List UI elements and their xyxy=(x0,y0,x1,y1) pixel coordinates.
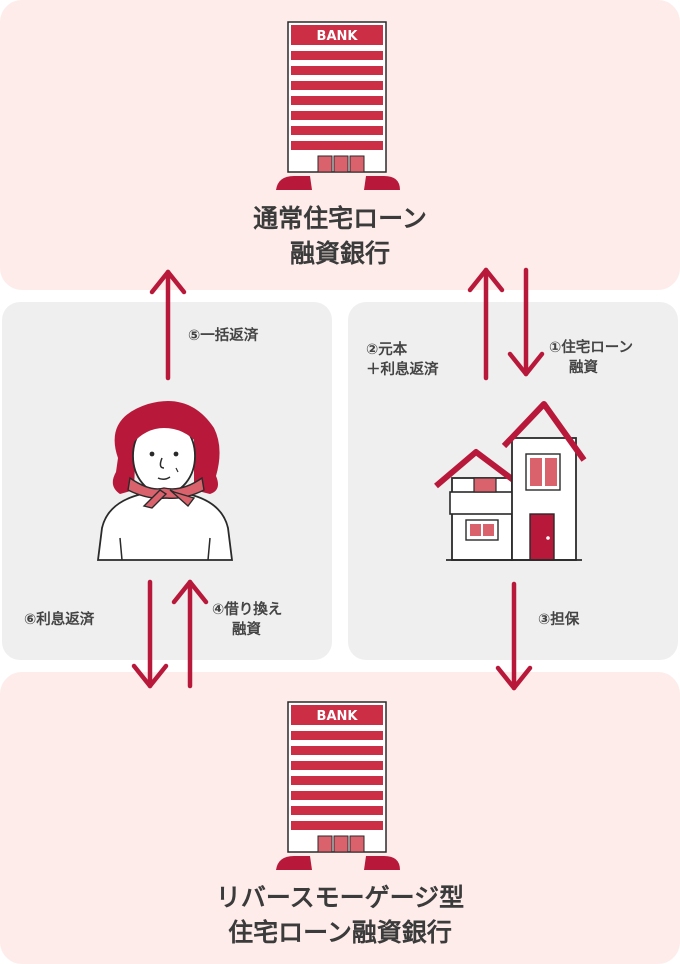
flow-label-housing-loan: ①住宅ローン 融資 xyxy=(549,338,633,378)
flow-label-interest-only: ⑥利息返済 xyxy=(24,610,94,630)
flow-label-principal: ②元本 xyxy=(366,340,439,360)
flow-label-principal-interest: ②元本 ＋利息返済 xyxy=(366,340,439,380)
arrow-down-icon xyxy=(510,270,542,374)
flow-label-collateral: ③担保 xyxy=(538,610,579,630)
flow-label-lump-sum-repayment: ⑤一括返済 xyxy=(188,326,258,346)
flow-label-refinance-line1: ④借り換え xyxy=(212,600,282,620)
flow-label-interest-repayment: ＋利息返済 xyxy=(366,360,439,380)
arrow-down-icon xyxy=(134,582,166,686)
flow-label-refinance-line2: 融資 xyxy=(212,620,282,640)
flow-label-housing-loan-line2: 融資 xyxy=(549,358,633,378)
arrow-up-icon xyxy=(152,272,184,378)
arrow-up-icon xyxy=(470,270,502,378)
flow-label-refinance: ④借り換え 融資 xyxy=(212,600,282,640)
arrow-up-icon xyxy=(174,582,206,686)
flow-label-housing-loan-line1: ①住宅ローン xyxy=(549,338,633,358)
arrow-down-icon xyxy=(498,584,530,688)
